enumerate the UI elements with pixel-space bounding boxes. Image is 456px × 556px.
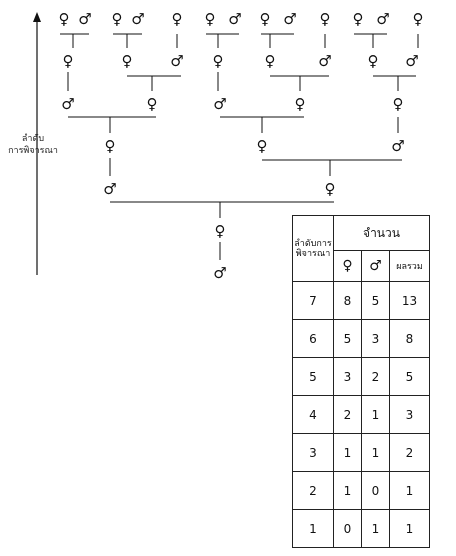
axis-label-line1: ลำดับ — [21, 134, 45, 144]
header-male: ♂ — [361, 250, 390, 282]
female-icon: ♀ — [122, 52, 133, 70]
table-row: 1 0 1 1 — [292, 509, 430, 548]
male-icon: ♂ — [213, 95, 226, 113]
cell-male: 5 — [361, 281, 390, 320]
cell-female: 8 — [333, 281, 362, 320]
female-icon: ♀ — [353, 10, 364, 28]
female-icon: ♀ — [105, 137, 116, 155]
female-icon: ♀ — [63, 52, 74, 70]
header-order: ลำดับการพิจารณา — [292, 215, 334, 282]
female-icon: ♀ — [320, 10, 331, 28]
cell-total: 13 — [389, 281, 430, 320]
female-icon: ♀ — [265, 52, 276, 70]
female-icon: ♀ — [368, 52, 379, 70]
cell-male: 3 — [361, 319, 390, 358]
cell-order: 4 — [292, 395, 334, 434]
table-row: 2 1 0 1 — [292, 471, 430, 510]
cell-female: 3 — [333, 357, 362, 396]
female-icon: ♀ — [295, 95, 306, 113]
cell-male: 1 — [361, 433, 390, 472]
male-icon: ♂ — [213, 264, 226, 282]
table-row: 4 2 1 3 — [292, 395, 430, 434]
cell-male: 1 — [361, 395, 390, 434]
cell-total: 8 — [389, 319, 430, 358]
male-icon: ♂ — [78, 10, 91, 28]
female-icon: ♀ — [205, 10, 216, 28]
male-icon: ♂ — [170, 52, 183, 70]
female-icon: ♀ — [257, 137, 268, 155]
cell-female: 2 — [333, 395, 362, 434]
female-icon: ♀ — [59, 10, 70, 28]
male-icon: ♂ — [61, 95, 74, 113]
male-icon: ♂ — [318, 52, 331, 70]
axis-label-line2: การพิจารณา — [8, 146, 58, 156]
female-icon: ♀ — [213, 52, 224, 70]
header-count: จำนวน — [333, 215, 430, 251]
cell-order: 1 — [292, 509, 334, 548]
table-row: 7 8 5 13 — [292, 281, 430, 320]
cell-total: 5 — [389, 357, 430, 396]
male-icon: ♂ — [391, 137, 404, 155]
cell-male: 2 — [361, 357, 390, 396]
cell-female: 0 — [333, 509, 362, 548]
female-icon: ♀ — [413, 10, 424, 28]
male-icon: ♂ — [405, 52, 418, 70]
male-icon: ♂ — [283, 10, 296, 28]
cell-male: 0 — [361, 471, 390, 510]
cell-total: 3 — [389, 395, 430, 434]
count-table: ลำดับการพิจารณา จำนวน ♀ ♂ ผลรวม 7 8 5 13… — [292, 215, 430, 548]
cell-female: 1 — [333, 471, 362, 510]
cell-order: 2 — [292, 471, 334, 510]
table-row: 5 3 2 5 — [292, 357, 430, 396]
female-icon: ♀ — [112, 10, 123, 28]
male-icon: ♂ — [376, 10, 389, 28]
cell-order: 6 — [292, 319, 334, 358]
header-total: ผลรวม — [389, 250, 430, 282]
female-icon: ♀ — [393, 95, 404, 113]
cell-female: 1 — [333, 433, 362, 472]
female-icon: ♀ — [215, 222, 226, 240]
cell-order: 7 — [292, 281, 334, 320]
female-icon: ♀ — [325, 180, 336, 198]
header-female: ♀ — [333, 250, 362, 282]
female-icon: ♀ — [147, 95, 158, 113]
cell-total: 1 — [389, 471, 430, 510]
cell-male: 1 — [361, 509, 390, 548]
male-icon: ♂ — [228, 10, 241, 28]
tree-connector-lines — [60, 33, 419, 260]
female-icon: ♀ — [260, 10, 271, 28]
cell-female: 5 — [333, 319, 362, 358]
tree-nodes: ♀♂♀♂♀♀♂♀♂♀♀♂♀♀♀♂♀♀♂♀♂♂♀♂♀♀♀♀♂♂♀♀♂ — [59, 10, 424, 282]
male-icon: ♂ — [103, 180, 116, 198]
male-icon: ♂ — [131, 10, 144, 28]
table-row: 3 1 1 2 — [292, 433, 430, 472]
cell-total: 2 — [389, 433, 430, 472]
cell-order: 3 — [292, 433, 334, 472]
axis-arrow — [33, 12, 41, 275]
cell-order: 5 — [292, 357, 334, 396]
female-icon: ♀ — [172, 10, 183, 28]
table-row: 6 5 3 8 — [292, 319, 430, 358]
cell-total: 1 — [389, 509, 430, 548]
